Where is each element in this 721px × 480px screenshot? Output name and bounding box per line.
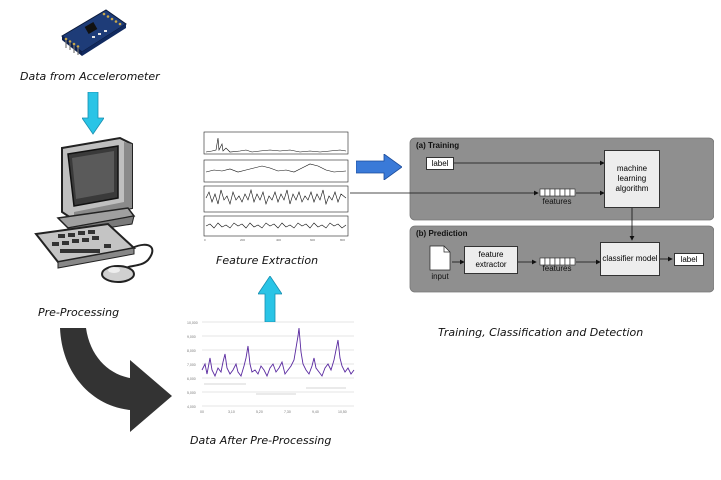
- prediction-features-label: features: [542, 264, 572, 273]
- svg-text:3,10: 3,10: [228, 410, 235, 414]
- preprocessed-signal-chart: 10,000 9,000 8,000 7,000 6,000 5,000 4,000 00…: [186, 318, 356, 414]
- svg-text:800: 800: [340, 238, 345, 242]
- right-arrow-icon: [356, 154, 402, 180]
- svg-text:10,000: 10,000: [187, 321, 198, 325]
- svg-text:7,30: 7,30: [284, 410, 291, 414]
- svg-text:10,50: 10,50: [338, 410, 347, 414]
- training-label-tag: label: [426, 157, 454, 170]
- svg-text:00: 00: [200, 410, 204, 414]
- training-features-label: features: [542, 197, 572, 206]
- svg-text:8,000: 8,000: [187, 349, 196, 353]
- svg-text:6,000: 6,000: [187, 377, 196, 381]
- after-preprocessing-caption: Data After Pre-Processing: [190, 434, 332, 447]
- svg-text:0: 0: [204, 238, 206, 242]
- accelerometer-caption: Data from Accelerometer: [20, 70, 160, 83]
- svg-text:600: 600: [310, 238, 315, 242]
- classifier-model-box: classifier model: [600, 242, 660, 276]
- svg-text:9,000: 9,000: [187, 335, 196, 339]
- svg-text:200: 200: [240, 238, 245, 242]
- preprocessing-caption: Pre-Processing: [38, 306, 120, 319]
- svg-text:400: 400: [276, 238, 281, 242]
- feature-extractor-box: feature extractor: [464, 246, 518, 274]
- training-panel-title: (a) Training: [416, 141, 460, 150]
- feature-extraction-signals: 0 200 400 600 800: [200, 130, 352, 244]
- training-prediction-diagram: (a) Training label features machine lear…: [350, 136, 714, 294]
- svg-text:5,000: 5,000: [187, 391, 196, 395]
- up-arrow-icon: [258, 276, 282, 322]
- svg-text:9,40: 9,40: [312, 410, 319, 414]
- machine-learning-algorithm-box: machine learning algorithm: [604, 150, 660, 208]
- accelerometer-board-image: [56, 6, 128, 60]
- prediction-panel-title: (b) Prediction: [416, 229, 468, 238]
- down-arrow-icon: [82, 92, 104, 136]
- curved-arrow-icon: [56, 326, 176, 432]
- computer-image: [28, 136, 164, 296]
- svg-text:7,000: 7,000: [187, 363, 196, 367]
- feature-extraction-caption: Feature Extraction: [216, 254, 319, 267]
- prediction-input-label: input: [431, 272, 449, 281]
- prediction-label-tag: label: [674, 253, 704, 266]
- svg-text:5,20: 5,20: [256, 410, 263, 414]
- training-caption: Training, Classification and Detection: [438, 326, 644, 339]
- svg-text:4,000: 4,000: [187, 405, 196, 409]
